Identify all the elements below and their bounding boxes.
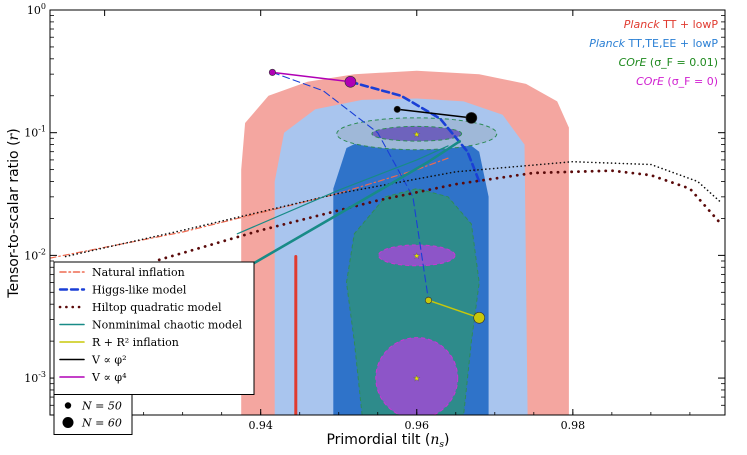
series-line-1 [349, 80, 481, 183]
fiducial-star-2: ★ [413, 374, 420, 383]
legend-label-5: V ∝ φ² [91, 354, 127, 367]
marker-1 [344, 75, 357, 88]
contours-layer: ★ ★ ★ [241, 70, 569, 415]
series-line-5 [247, 140, 461, 268]
series-layer [50, 71, 723, 415]
legend-size-marker-0 [64, 402, 72, 409]
fiducial-star-1: ★ [413, 251, 420, 260]
legend-label-6: V ∝ φ⁴ [91, 371, 127, 384]
y-tick-label-3: 10-3 [24, 370, 46, 385]
legend-size-label-0: N = 50 [81, 400, 122, 413]
series-line-2 [271, 71, 430, 301]
marker-4 [424, 296, 432, 304]
series-line-6 [236, 145, 449, 235]
legend-label-2: Hiltop quadratic model [92, 301, 222, 314]
series-line-8 [396, 108, 473, 119]
x-axis-title: Primordial tilt (ns) [326, 432, 449, 450]
legend-label-0: Natural inflation [92, 266, 185, 279]
series-line-9 [271, 71, 352, 83]
contour-6 [378, 244, 456, 267]
legend-label-1: Higgs-like model [92, 284, 187, 297]
marker-3 [465, 112, 478, 124]
x-tick-label-1: 0.94 [248, 419, 273, 432]
legend-size-marker-1 [62, 417, 74, 428]
legend-label-3: Nonminimal chaotic model [92, 319, 243, 332]
y-tick-label-0: 100 [27, 2, 46, 17]
corner-legend: Planck TT + lowP Planck TT,TE,EE + lowP CO… [589, 18, 718, 88]
marker-0 [268, 68, 276, 76]
marker-2 [393, 105, 401, 113]
corner-legend-entry-1: Planck TT,TE,EE + lowP [589, 37, 718, 50]
markers-layer [268, 68, 485, 324]
fiducial-star-0: ★ [413, 130, 420, 139]
corner-legend-entry-0: Planck TT + lowP [624, 18, 719, 31]
y-axis-title: Tensor-to-scalar ratio (r) [6, 128, 22, 298]
corner-legend-entry-3: COrE (σ_F = 0) [636, 75, 718, 88]
legend-label-4: R + R² inflation [92, 336, 179, 349]
x-tick-label-2: 0.96 [405, 419, 430, 432]
x-tick-label-3: 0.98 [561, 419, 586, 432]
legend-box [53, 261, 255, 395]
corner-legend-entry-2: COrE (σ_F = 0.01) [619, 56, 718, 69]
marker-5 [473, 311, 485, 324]
legend-size-box [53, 394, 133, 435]
plot-frame [49, 9, 726, 416]
contour-7 [375, 337, 459, 415]
y-tick-label-1: 10-1 [24, 125, 46, 140]
series-line-7 [427, 299, 480, 319]
y-tick-label-2: 10-2 [24, 247, 46, 262]
legend-size-label-1: N = 60 [81, 417, 122, 430]
contour-4 [371, 125, 463, 142]
